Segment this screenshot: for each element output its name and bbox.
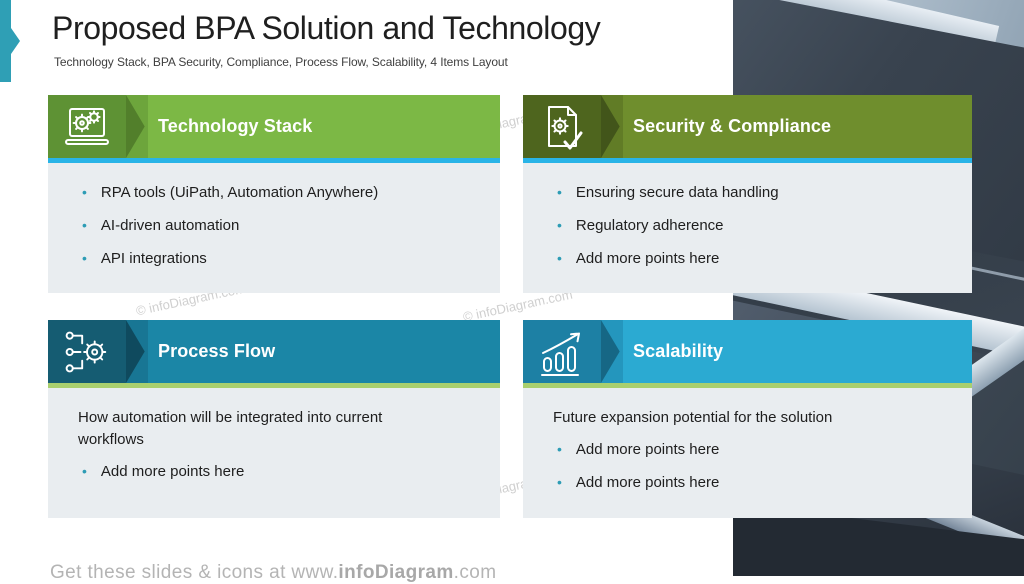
card-header: Security & Compliance bbox=[523, 95, 972, 158]
card-header: Process Flow bbox=[48, 320, 500, 383]
card-accent-line bbox=[523, 383, 972, 388]
card-accent-line bbox=[523, 158, 972, 163]
card-header: Scalability bbox=[523, 320, 972, 383]
bullet-item: •RPA tools (UiPath, Automation Anywhere) bbox=[82, 184, 379, 201]
bullet-item: •Add more points here bbox=[557, 474, 720, 491]
chevron-decoration bbox=[126, 95, 148, 158]
bullet-dot: • bbox=[557, 217, 562, 233]
bullet-dot: • bbox=[557, 441, 562, 457]
footer-suffix: .com bbox=[453, 562, 497, 583]
card-body: Future expansion potential for the solut… bbox=[523, 388, 972, 518]
process-flow-gear-icon bbox=[48, 320, 126, 383]
card-accent-line bbox=[48, 158, 500, 163]
page-subtitle: Technology Stack, BPA Security, Complian… bbox=[54, 55, 508, 69]
bullet-dot: • bbox=[82, 250, 87, 266]
footer-brand: infoDiagram bbox=[338, 562, 454, 583]
card-header: Technology Stack bbox=[48, 95, 500, 158]
bullet-dot: • bbox=[557, 250, 562, 266]
bullet-item: •Ensuring secure data handling bbox=[557, 184, 779, 201]
bookmark-accent-icon bbox=[0, 0, 20, 82]
card-title: Technology Stack bbox=[158, 116, 313, 136]
card-security-compliance: Security & Compliance •Ensuring secure d… bbox=[523, 95, 972, 293]
laptop-gears-icon bbox=[48, 95, 126, 158]
bullet-dot: • bbox=[82, 463, 87, 479]
bullet-dot: • bbox=[82, 217, 87, 233]
footer-note: Get these slides & icons at www.infoDiag… bbox=[50, 562, 496, 584]
card-title: Process Flow bbox=[158, 341, 276, 361]
card-scalability: Scalability Future expansion potential f… bbox=[523, 320, 972, 518]
bullet-item: •API integrations bbox=[82, 250, 207, 267]
bullet-list: •RPA tools (UiPath, Automation Anywhere)… bbox=[78, 182, 482, 269]
card-body: •RPA tools (UiPath, Automation Anywhere)… bbox=[48, 163, 500, 293]
page-title: Proposed BPA Solution and Technology bbox=[52, 10, 601, 46]
growth-chart-icon bbox=[523, 320, 601, 383]
bullet-dot: • bbox=[82, 184, 87, 200]
card-paragraph: Future expansion potential for the solut… bbox=[553, 409, 833, 426]
bullet-item: •AI-driven automation bbox=[82, 217, 240, 234]
bullet-list: •Ensuring secure data handling •Regulato… bbox=[553, 182, 954, 269]
chevron-decoration bbox=[126, 320, 148, 383]
document-gear-check-icon bbox=[523, 95, 601, 158]
bullet-item: •Add more points here bbox=[82, 463, 245, 480]
card-process-flow: Process Flow How automation will be inte… bbox=[48, 320, 500, 518]
chevron-decoration bbox=[601, 320, 623, 383]
card-title: Security & Compliance bbox=[633, 116, 832, 136]
footer-prefix: Get these slides & icons at www. bbox=[50, 562, 339, 583]
card-body: •Ensuring secure data handling •Regulato… bbox=[523, 163, 972, 293]
bullet-dot: • bbox=[557, 184, 562, 200]
chevron-decoration bbox=[601, 95, 623, 158]
bullet-item: •Add more points here bbox=[557, 250, 720, 267]
card-paragraph: How automation will be integrated into c… bbox=[78, 409, 383, 448]
card-technology-stack: Technology Stack •RPA tools (UiPath, Aut… bbox=[48, 95, 500, 293]
card-title: Scalability bbox=[633, 341, 724, 361]
bullet-item: •Add more points here bbox=[557, 441, 720, 458]
bullet-item: •Regulatory adherence bbox=[557, 217, 724, 234]
card-body: How automation will be integrated into c… bbox=[48, 388, 500, 518]
card-accent-line bbox=[48, 383, 500, 388]
bullet-list: •Add more points here •Add more points h… bbox=[553, 439, 954, 493]
bullet-list: •Add more points here bbox=[78, 461, 482, 482]
bullet-dot: • bbox=[557, 474, 562, 490]
